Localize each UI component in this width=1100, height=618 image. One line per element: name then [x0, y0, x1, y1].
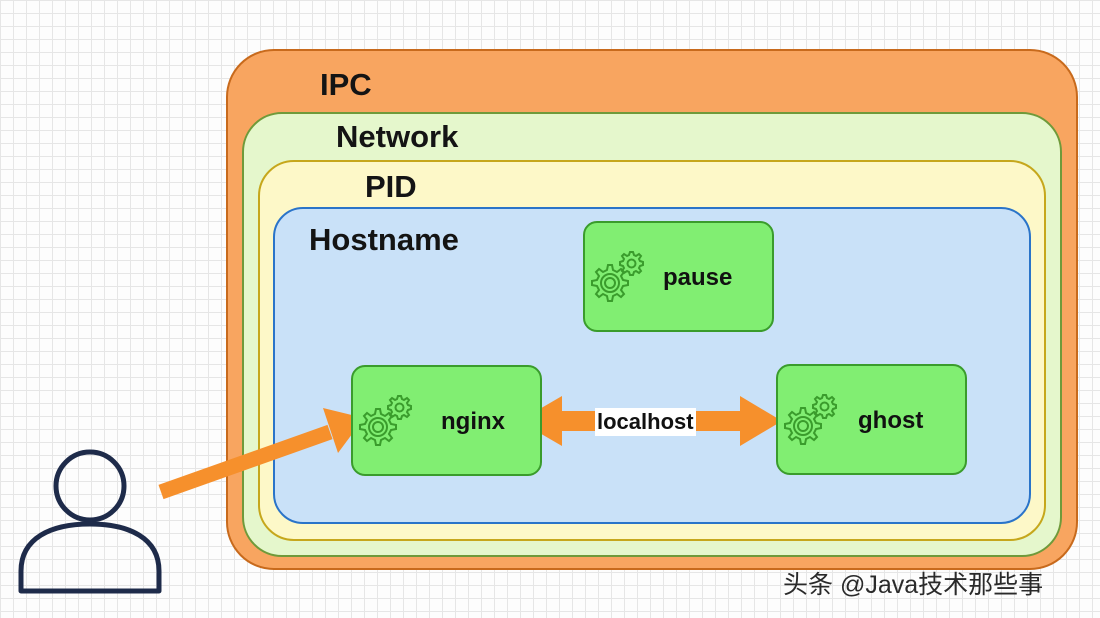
pid-label: PID	[365, 169, 417, 204]
ipc-label: IPC	[320, 67, 372, 102]
watermark: 头条 @Java技术那些事	[783, 571, 1044, 599]
user-icon	[18, 449, 162, 594]
gears-icon	[591, 251, 644, 302]
ghost-container: ghost	[776, 364, 967, 475]
ghost-label: ghost	[858, 407, 924, 434]
localhost-label: localhost	[595, 408, 696, 437]
nginx-container: nginx	[351, 365, 542, 476]
hostname-label: Hostname	[309, 222, 459, 257]
nginx-label: nginx	[441, 408, 505, 435]
gears-icon	[359, 395, 412, 446]
gears-icon	[784, 394, 837, 445]
pause-label: pause	[663, 264, 733, 291]
pause-container: pause	[583, 221, 774, 332]
network-label: Network	[336, 119, 459, 154]
